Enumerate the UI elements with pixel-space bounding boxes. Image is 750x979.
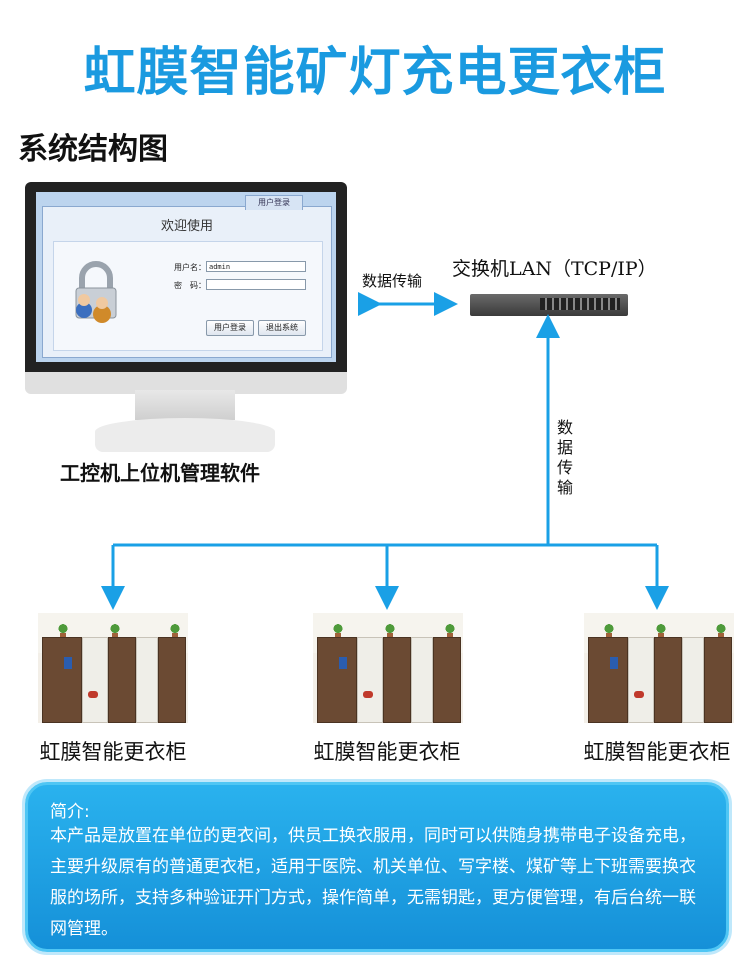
- network-switch: [470, 294, 628, 316]
- welcome-text: 欢迎使用: [160, 219, 213, 234]
- switch-ports: [540, 298, 620, 310]
- username-field[interactable]: admin: [206, 261, 306, 272]
- locker-caption-1: 虹膜智能更衣柜: [39, 740, 187, 764]
- login-button[interactable]: 用户登录: [206, 320, 254, 336]
- software-caption: 工控机上位机管理软件: [60, 461, 260, 485]
- login-panel: 用户名： admin 密 码： 用户登录 退出系统: [53, 241, 323, 351]
- intro-text: 本产品是放置在单位的更衣间，供员工换衣服用，同时可以供随身携带电子设备充电，主要…: [50, 826, 696, 939]
- data-transfer-label-horizontal: 数据传输: [362, 272, 423, 290]
- monitor-stand: [135, 390, 235, 420]
- tab-user-login[interactable]: 用户登录: [245, 195, 303, 210]
- password-field[interactable]: [206, 279, 306, 290]
- switch-label: 交换机LAN（TCP/IP）: [452, 258, 657, 280]
- page-title: 虹膜智能矿灯充电更衣柜: [83, 43, 667, 103]
- login-window: 用户登录 欢迎使用 用户名： admin 密 码： 用户登录 退出系统: [42, 195, 332, 358]
- intro-title: 简介:: [50, 802, 90, 822]
- monitor-base: [95, 418, 275, 452]
- padlock-users-icon: [75, 261, 117, 323]
- monitor-chin: [25, 372, 347, 394]
- exit-button[interactable]: 退出系统: [258, 320, 306, 336]
- locker-caption-3: 虹膜智能更衣柜: [583, 740, 731, 764]
- locker-image-2: [313, 613, 463, 723]
- username-label: 用户名：: [174, 263, 206, 272]
- locker-image-3: [584, 613, 734, 723]
- password-label: 密 码：: [174, 281, 206, 290]
- data-transfer-label-vertical: 数据传输: [556, 418, 573, 497]
- locker-image-1: [38, 613, 188, 723]
- intro-box: 简介: 本产品是放置在单位的更衣间，供员工换衣服用，同时可以供随身携带电子设备充…: [25, 782, 729, 952]
- locker-caption-2: 虹膜智能更衣柜: [313, 740, 461, 764]
- monitor-screen: 用户登录 欢迎使用 用户名： admin 密 码： 用户登录 退出系统: [36, 192, 336, 362]
- section-title: 系统结构图: [18, 132, 168, 167]
